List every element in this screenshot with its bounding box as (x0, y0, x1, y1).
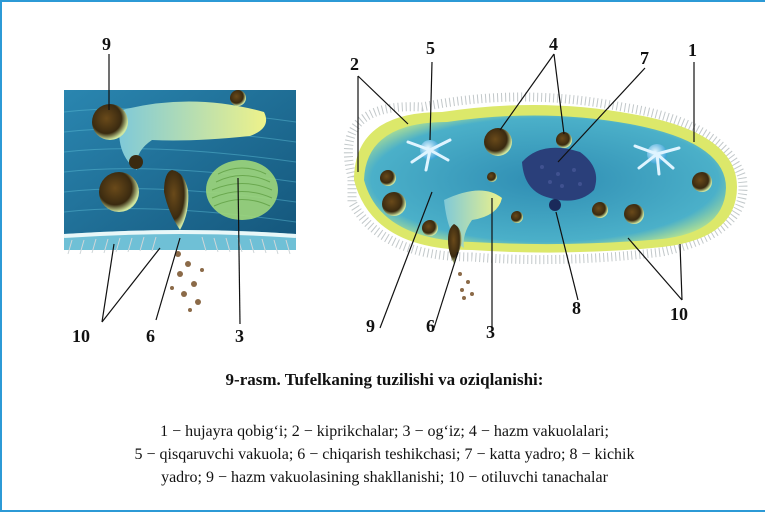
label-9-right: 9 (366, 316, 375, 336)
label-3-left: 3 (235, 326, 244, 346)
legend-line-1: 1 − hujayra qobig‘i; 2 − kiprikchalar; 3… (2, 420, 765, 443)
whole-cell-view (348, 97, 743, 300)
label-9-left: 9 (102, 34, 111, 54)
label-8: 8 (572, 298, 581, 318)
label-10-left: 10 (72, 326, 90, 346)
paramecium-illustration: 9 10 6 3 2 5 4 7 1 9 6 3 8 10 (2, 2, 765, 362)
label-6-right: 6 (426, 316, 435, 336)
label-2: 2 (350, 54, 359, 74)
label-1: 1 (688, 40, 697, 60)
figure-legend: 1 − hujayra qobig‘i; 2 − kiprikchalar; 3… (2, 420, 765, 489)
label-7: 7 (640, 48, 649, 68)
label-6-left: 6 (146, 326, 155, 346)
detail-view (64, 90, 296, 312)
legend-line-3: yadro; 9 − hazm vakuolasining shakllanis… (2, 466, 765, 489)
label-4: 4 (549, 34, 558, 54)
figure-caption: 9-rasm. Tufelkaning tuzilishi va oziqlan… (2, 370, 765, 390)
legend-line-2: 5 − qisqaruvchi vakuola; 6 − chiqarish t… (2, 443, 765, 466)
label-5: 5 (426, 38, 435, 58)
label-3-right: 3 (486, 322, 495, 342)
label-10-right: 10 (670, 304, 688, 324)
